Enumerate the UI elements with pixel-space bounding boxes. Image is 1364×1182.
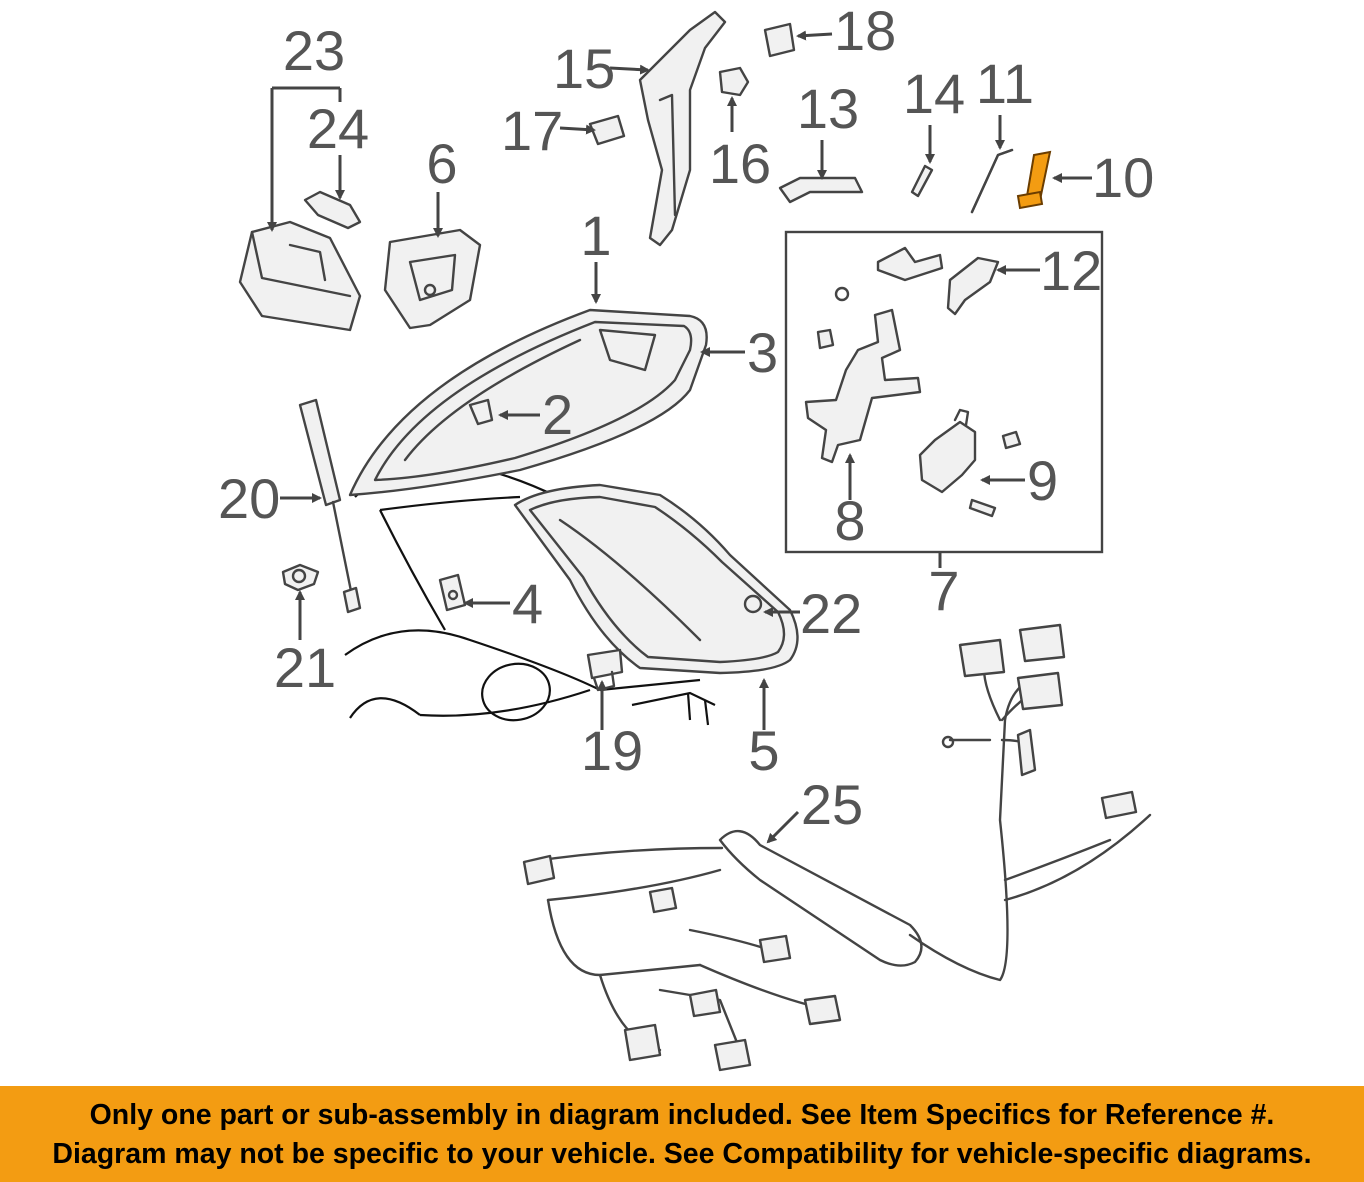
parts-diagram: 1 2 3 4 5 6 7 8 9 10 11 12 13 14 15 16 1… bbox=[218, 0, 1154, 1072]
callout-labels: 1 2 3 4 5 6 7 8 9 10 11 12 13 14 15 16 1… bbox=[218, 0, 1154, 836]
disclaimer-line-2: Diagram may not be specific to your vehi… bbox=[52, 1138, 1312, 1170]
callout-15: 15 bbox=[553, 37, 615, 100]
callout-16: 16 bbox=[709, 132, 771, 195]
leader-lines bbox=[267, 30, 1092, 844]
callout-12: 12 bbox=[1040, 239, 1102, 302]
callout-2: 2 bbox=[542, 383, 573, 446]
cap-part bbox=[718, 66, 750, 97]
callout-8: 8 bbox=[834, 489, 865, 552]
hinge-part bbox=[638, 10, 727, 247]
vehicle-body-outline bbox=[344, 462, 716, 726]
disclaimer-banner: Only one part or sub-assembly in diagram… bbox=[0, 1086, 1364, 1182]
gas-strut-part bbox=[298, 398, 362, 614]
callout-10: 10 bbox=[1092, 146, 1154, 209]
callout-4: 4 bbox=[512, 572, 543, 635]
hood-insulator-part bbox=[513, 483, 799, 675]
ball-stud-part bbox=[281, 563, 320, 592]
callout-23: 23 bbox=[283, 19, 345, 82]
hood-part bbox=[348, 308, 708, 497]
callout-17: 17 bbox=[501, 99, 563, 162]
callout-5: 5 bbox=[748, 719, 779, 782]
bracket-part bbox=[586, 648, 624, 692]
callout-18: 18 bbox=[834, 0, 896, 62]
callout-13: 13 bbox=[797, 77, 859, 140]
disclaimer-line-1: Only one part or sub-assembly in diagram… bbox=[89, 1099, 1275, 1131]
callout-7: 7 bbox=[928, 559, 959, 622]
callout-9: 9 bbox=[1027, 449, 1058, 512]
bulb-part bbox=[303, 190, 362, 230]
pin-part bbox=[910, 164, 934, 198]
callout-14: 14 bbox=[903, 62, 965, 125]
callout-6: 6 bbox=[426, 132, 457, 195]
callout-25: 25 bbox=[801, 773, 863, 836]
rod-part bbox=[970, 148, 1014, 214]
wiring-harness-part bbox=[522, 623, 1152, 1072]
callout-20: 20 bbox=[218, 467, 280, 530]
release-cable-part bbox=[778, 176, 864, 204]
latch-part bbox=[383, 228, 482, 330]
callout-21: 21 bbox=[274, 636, 336, 699]
callout-1: 1 bbox=[580, 204, 611, 267]
latch-assembly-box bbox=[784, 230, 1104, 554]
callout-11: 11 bbox=[976, 52, 1034, 115]
bumper-pad-part bbox=[438, 573, 467, 612]
callout-22: 22 bbox=[800, 582, 862, 645]
callout-24: 24 bbox=[307, 97, 369, 160]
lamp-housing-part bbox=[238, 220, 362, 332]
callout-19: 19 bbox=[581, 719, 643, 782]
clip-part bbox=[588, 114, 626, 146]
callout-3: 3 bbox=[747, 321, 778, 384]
bumper-part bbox=[763, 22, 796, 58]
highlighted-bolt-part bbox=[1016, 150, 1052, 210]
